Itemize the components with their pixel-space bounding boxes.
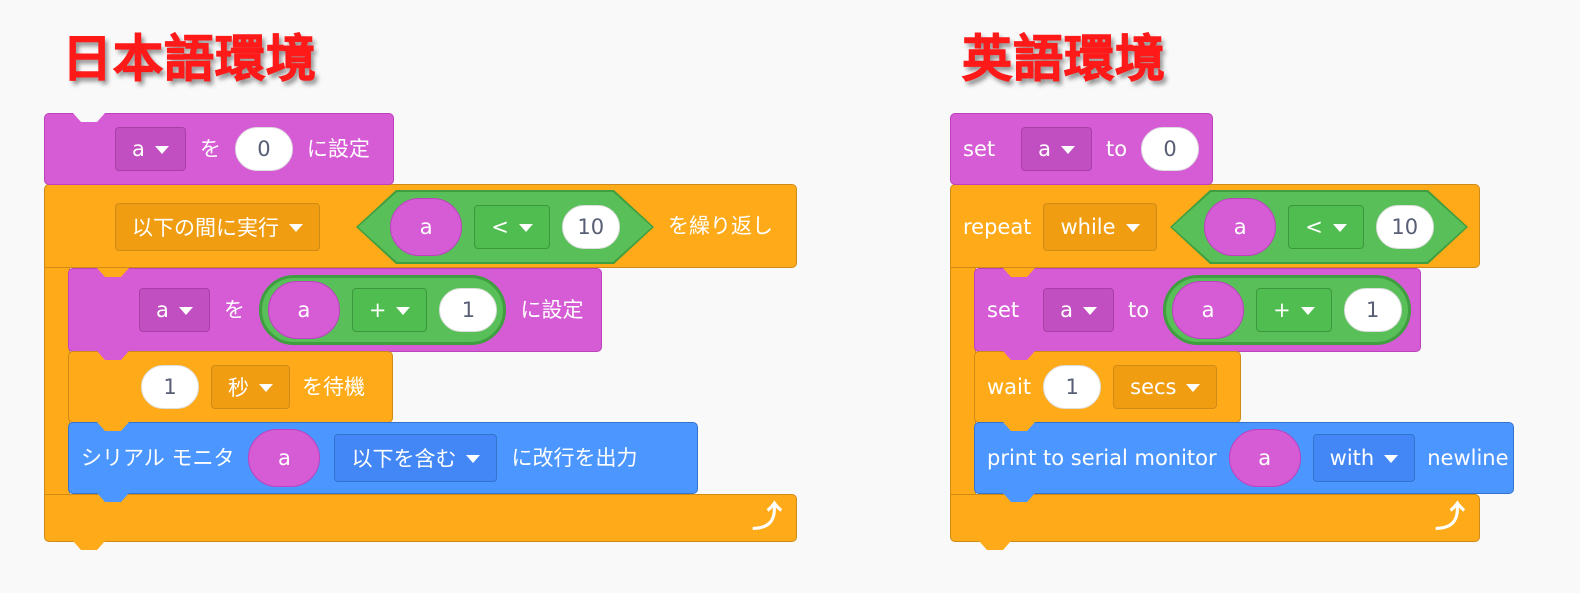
ja-wait-suffix-label: を待機 <box>302 374 365 399</box>
caret-down-icon <box>154 146 169 154</box>
en-set-variable-block[interactable]: set a to 0 <box>950 113 1213 185</box>
ja-expression-value-input[interactable]: 1 <box>439 288 498 332</box>
en-set-prefix-label: set <box>963 136 996 161</box>
ja-repeat-mode-dropdown[interactable]: 以下の間に実行 <box>115 203 320 251</box>
en-print-suffix-label: newline <box>1427 445 1509 470</box>
en-repeat-bottom: ⤴ <box>950 494 1480 550</box>
en-set-expression-block[interactable]: set a to a + 1 <box>974 268 1421 352</box>
ja-expression-variable[interactable]: a <box>267 281 340 339</box>
ja-condition-variable[interactable]: a <box>390 198 462 256</box>
ja-less-than-condition[interactable]: a < 10 <box>356 190 654 264</box>
caret-down-icon <box>259 384 273 392</box>
ja-condition-operator-dropdown[interactable]: < <box>474 205 550 249</box>
ja-set-variable-block[interactable]: a を 0 に設定 <box>44 113 394 185</box>
ja-print-mode-dropdown[interactable]: 以下を含む <box>334 434 498 482</box>
caret-down-icon <box>1300 307 1315 315</box>
ja-set-expression-block[interactable]: a を a + 1 に設定 <box>68 268 602 352</box>
ja-print-prefix-label: シリアル モニタ <box>81 445 235 470</box>
caret-down-icon <box>1060 146 1075 154</box>
caret-down-icon <box>178 307 193 315</box>
ja-wait-value-input[interactable]: 1 <box>141 365 199 409</box>
en-set-label: to <box>1105 136 1128 161</box>
ja-wait-block[interactable]: 1 秒 を待機 <box>68 351 393 423</box>
en-repeat-prefix-label: repeat <box>963 214 1032 239</box>
ja-set-suffix-label: に設定 <box>306 136 370 161</box>
ja-print-suffix-label: に改行を出力 <box>511 445 638 470</box>
caret-down-icon <box>1333 224 1347 232</box>
ja-set-value-input[interactable]: 0 <box>234 127 293 171</box>
caret-down-icon <box>519 224 533 232</box>
ja-set-variable-dropdown[interactable]: a <box>115 127 186 171</box>
ja-expression-operator-dropdown[interactable]: + <box>351 288 428 332</box>
en-wait-unit-dropdown[interactable]: secs <box>1113 365 1218 409</box>
caret-down-icon <box>1125 224 1140 232</box>
en-serial-print-block[interactable]: print to serial monitor a with newline <box>974 422 1514 502</box>
en-condition-variable[interactable]: a <box>1204 198 1276 256</box>
ja-add-expression[interactable]: a + 1 <box>258 275 507 345</box>
ja-condition-value-input[interactable]: 10 <box>562 205 620 249</box>
en-wait-prefix-label: wait <box>987 374 1032 399</box>
ja-set-label: を <box>199 136 221 161</box>
loop-arrow-icon: ⤴ <box>1435 500 1465 535</box>
ja-print-variable[interactable]: a <box>248 429 321 487</box>
ja-change-suffix-label: に設定 <box>520 297 584 322</box>
ja-change-label: を <box>223 297 245 322</box>
en-repeat-mode-dropdown[interactable]: while <box>1043 203 1157 251</box>
ja-wait-unit-dropdown[interactable]: 秒 <box>211 365 290 409</box>
caret-down-icon <box>396 307 411 315</box>
en-change-variable-dropdown[interactable]: a <box>1043 288 1114 332</box>
en-expression-operator-dropdown[interactable]: + <box>1256 288 1332 332</box>
caret-down-icon <box>289 224 303 232</box>
en-add-expression[interactable]: a + 1 <box>1163 275 1411 345</box>
en-set-value-input[interactable]: 0 <box>1141 127 1200 171</box>
english-heading: 英語環境 <box>962 30 1166 88</box>
ja-serial-print-block[interactable]: シリアル モニタ a 以下を含む に改行を出力 <box>68 422 698 502</box>
en-print-prefix-label: print to serial monitor <box>987 445 1217 470</box>
en-change-label: to <box>1127 297 1150 322</box>
en-set-variable-dropdown[interactable]: a <box>1021 127 1092 171</box>
en-expression-value-input[interactable]: 1 <box>1343 288 1402 332</box>
en-expression-variable[interactable]: a <box>1172 281 1245 339</box>
ja-change-variable-dropdown[interactable]: a <box>139 288 210 332</box>
en-repeat-arm <box>950 262 976 502</box>
japanese-heading: 日本語環境 <box>62 30 317 88</box>
caret-down-icon <box>1384 455 1399 463</box>
caret-down-icon <box>1082 307 1097 315</box>
en-condition-value-input[interactable]: 10 <box>1376 205 1434 249</box>
ja-repeat-arm <box>44 262 70 502</box>
ja-repeat-bottom: ⤴ <box>44 494 797 550</box>
en-wait-block[interactable]: wait 1 secs <box>974 351 1241 423</box>
ja-repeat-suffix-label: を繰り返し <box>668 214 773 238</box>
caret-down-icon <box>466 455 481 463</box>
en-print-variable[interactable]: a <box>1228 429 1301 487</box>
en-less-than-condition[interactable]: a < 10 <box>1170 190 1468 264</box>
en-change-prefix-label: set <box>987 297 1020 322</box>
en-wait-value-input[interactable]: 1 <box>1043 365 1102 409</box>
caret-down-icon <box>1186 384 1201 392</box>
en-condition-operator-dropdown[interactable]: < <box>1288 205 1364 249</box>
en-print-mode-dropdown[interactable]: with <box>1312 434 1416 482</box>
loop-arrow-icon: ⤴ <box>752 500 782 535</box>
